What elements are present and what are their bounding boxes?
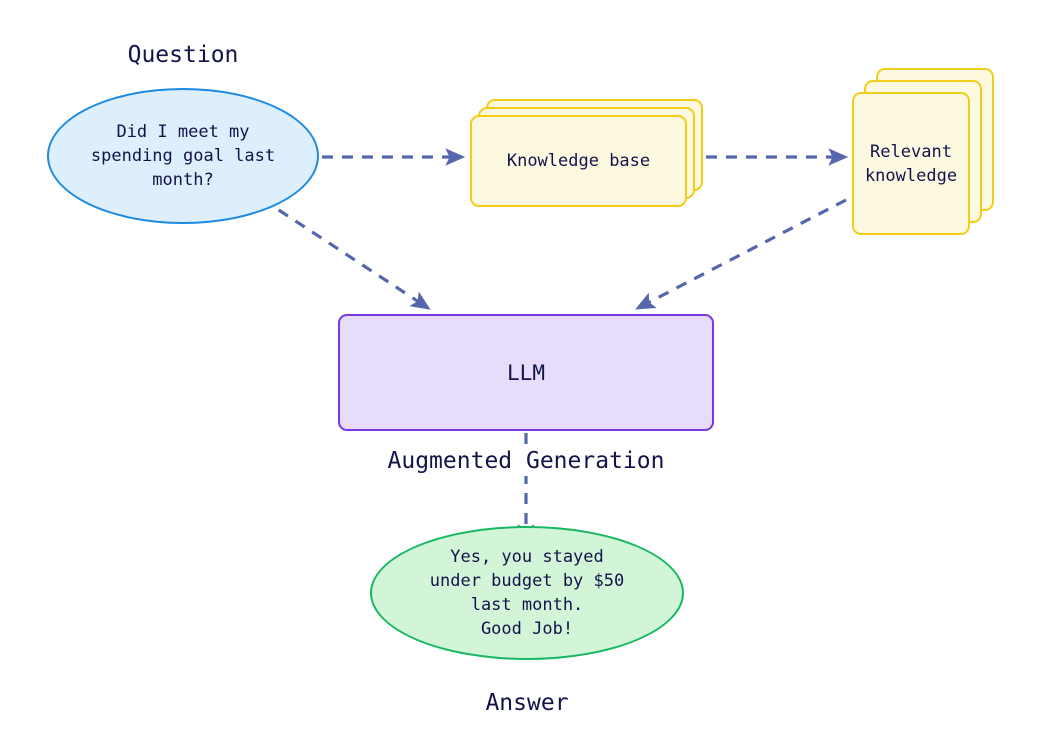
edge-relevant-knowledge-to-llm: [635, 198, 847, 310]
knowledge-base-node[interactable]: Knowledge base: [470, 99, 710, 214]
question-caption: Question: [127, 42, 239, 68]
llm-node-text: LLM: [507, 360, 545, 385]
answer-caption: Answer: [485, 690, 569, 716]
question-node-text: Did I meet my spending goal last month?: [90, 122, 276, 190]
edge-question-to-llm: [261, 197, 431, 310]
answer-node[interactable]: Yes, you stayed under budget by $50 last…: [370, 526, 684, 660]
llm-node[interactable]: LLM: [338, 314, 714, 431]
relevant-knowledge-card-front[interactable]: Relevant knowledge: [852, 92, 970, 235]
augmented-generation-label: Augmented Generation: [338, 446, 714, 476]
relevant-knowledge-node-text: Relevant knowledge: [864, 141, 958, 186]
knowledge-base-card-front[interactable]: Knowledge base: [470, 115, 687, 207]
answer-node-text: Yes, you stayed under budget by $50 last…: [429, 547, 625, 639]
knowledge-base-node-text: Knowledge base: [506, 151, 651, 171]
question-node[interactable]: Did I meet my spending goal last month?: [47, 88, 319, 224]
relevant-knowledge-node[interactable]: Relevant knowledge: [852, 68, 1002, 243]
